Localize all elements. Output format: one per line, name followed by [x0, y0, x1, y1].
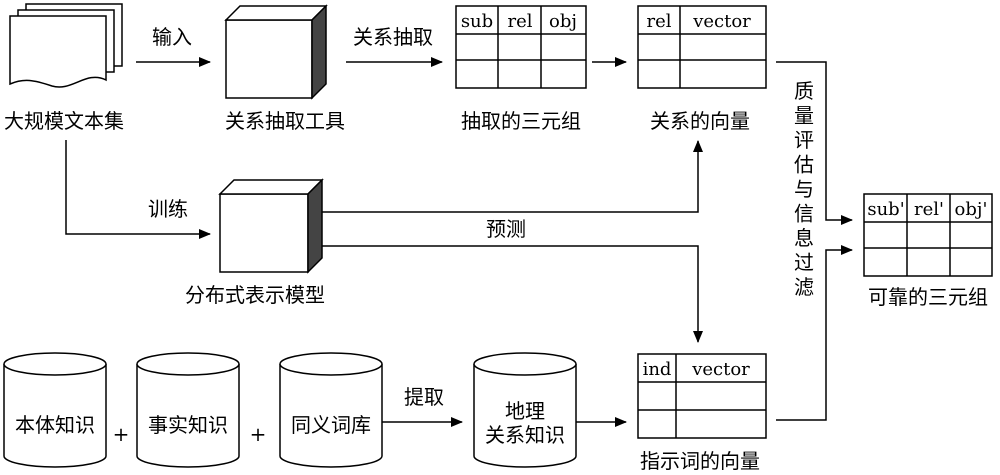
triples-label: 抽取的三元组 [461, 109, 581, 133]
quality-filter-text: 质量评估与信息过滤 [794, 79, 814, 299]
triples-header-obj: obj [549, 11, 577, 32]
geo-database-icon [473, 352, 577, 468]
reliable-header-sub: sub' [867, 199, 904, 220]
triples-table [455, 5, 587, 89]
arrow-quality-from-rel [776, 61, 853, 225]
ontology-label: 本体知识 [15, 413, 95, 437]
rel-vectors-header-vector: vector [692, 11, 751, 32]
arrow-label-input: 输入 [152, 25, 192, 49]
rel-vectors-header-rel: rel [646, 11, 671, 32]
arrow-label-extract: 提取 [404, 385, 444, 409]
model-cube [218, 178, 324, 274]
arrow-quality-from-ind [776, 245, 853, 421]
geo-label-line2: 关系知识 [485, 423, 565, 447]
fact-database-icon [136, 352, 240, 468]
reliable-triples-table [863, 193, 993, 277]
ind-vectors-label: 指示词的向量 [640, 449, 760, 473]
arrow-train [65, 140, 211, 239]
plus-sign-2: + [250, 422, 267, 446]
ontology-database-icon [3, 352, 107, 468]
synonym-database-icon [279, 352, 383, 468]
arrow-label-extract-rel: 关系抽取 [353, 25, 433, 49]
reliable-header-obj: obj' [955, 199, 988, 220]
extraction-tool-cube [224, 4, 328, 100]
ind-vectors-header-ind: ind [643, 359, 672, 380]
rel-vectors-label: 关系的向量 [650, 109, 750, 133]
triples-header-rel: rel [507, 11, 532, 32]
corpus-label: 大规模文本集 [4, 109, 124, 133]
plus-sign-1: + [113, 422, 130, 446]
arrow-label-predict: 预测 [486, 217, 526, 241]
quality-filter-label: 质量评估与信息过滤 [794, 79, 814, 299]
triples-header-sub: sub [461, 11, 493, 32]
document-stack-icon [9, 3, 123, 88]
model-label: 分布式表示模型 [185, 283, 325, 307]
ind-vectors-table [637, 353, 767, 439]
reliable-label: 可靠的三元组 [868, 285, 988, 309]
tool-label: 关系抽取工具 [225, 109, 345, 133]
geo-label-line1: 地理 [505, 399, 545, 423]
ind-vectors-header-vector: vector [691, 359, 750, 380]
rel-vectors-table [637, 5, 767, 89]
arrow-label-train: 训练 [148, 197, 188, 221]
fact-label: 事实知识 [148, 413, 228, 437]
arrow-predict-ind [322, 245, 703, 343]
synonym-label: 同义词库 [291, 413, 371, 437]
reliable-header-rel: rel' [914, 199, 944, 220]
arrow-predict-rel [322, 140, 703, 213]
